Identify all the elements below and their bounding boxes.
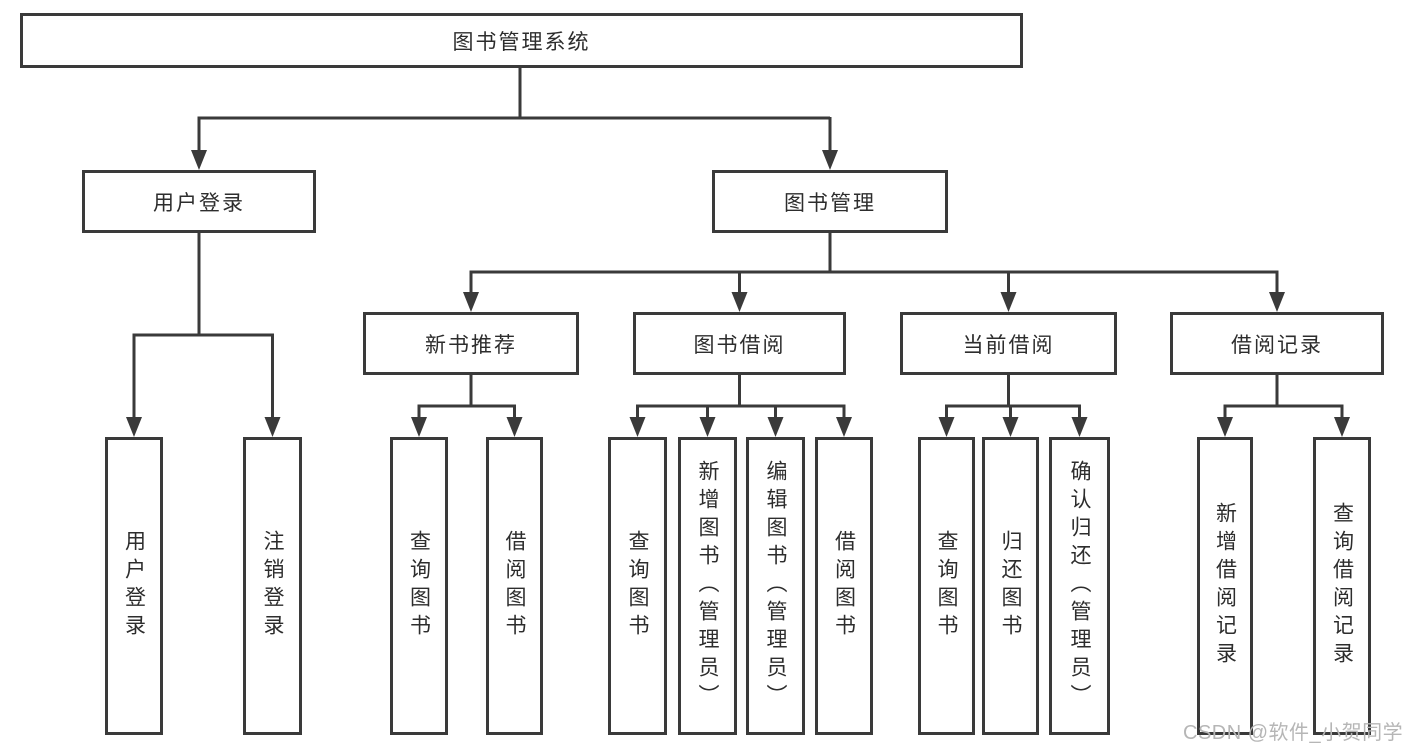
leaf-query-books-current: 查询图书 [918,437,975,735]
leaf-query-books-current-label: 查询图书 [935,530,958,642]
leaf-query-books-recommend: 查询图书 [390,437,448,735]
leaf-user-login-label: 用户登录 [122,530,146,642]
arrowheads-user-login-leaves [126,417,281,437]
csdn-watermark: CSDN @软件_小贺同学 [1183,722,1404,744]
leaf-user-login: 用户登录 [105,437,163,735]
node-user-login: 用户登录 [82,170,316,233]
node-root-label: 图书管理系统 [452,30,591,54]
leaf-logout-label: 注销登录 [261,530,284,642]
node-current-borrowing: 当前借阅 [900,312,1117,375]
arrowheads-level2 [191,150,838,170]
node-borrowing-records-label: 借阅记录 [1231,333,1323,357]
leaf-edit-book-admin-label: 编辑图书（管理员） [764,460,787,712]
node-book-borrowing-label: 图书借阅 [693,333,786,357]
leaf-query-borrow-record: 查询借阅记录 [1313,437,1371,735]
leaf-add-book-admin-label: 新增图书（管理员） [696,460,719,712]
leaf-add-borrow-record-label: 新增借阅记录 [1213,502,1237,670]
leaf-borrow-books-borrowing-label: 借阅图书 [832,530,856,642]
leaf-confirm-return-admin-label: 确认归还（管理员） [1068,460,1091,712]
leaf-add-borrow-record: 新增借阅记录 [1197,437,1253,735]
node-root: 图书管理系统 [20,13,1023,68]
leaf-query-books-borrowing-label: 查询图书 [626,530,649,642]
node-current-borrowing-label: 当前借阅 [962,333,1055,357]
leaf-return-books-label: 归还图书 [999,530,1022,642]
leaf-edit-book-admin: 编辑图书（管理员） [746,437,805,735]
leaf-logout: 注销登录 [243,437,302,735]
leaf-query-books-recommend-label: 查询图书 [407,530,431,642]
leaf-query-borrow-record-label: 查询借阅记录 [1330,502,1354,670]
node-new-book-recommend-label: 新书推荐 [425,333,517,357]
node-new-book-recommend: 新书推荐 [363,312,579,375]
connector-book-management-to-level3 [469,233,1279,294]
connector-groups-to-leaves [417,375,1344,419]
leaf-add-book-admin: 新增图书（管理员） [678,437,737,735]
node-borrowing-records: 借阅记录 [1170,312,1384,375]
leaf-confirm-return-admin: 确认归还（管理员） [1049,437,1110,735]
connector-root-to-level2 [197,68,832,152]
leaf-query-books-borrowing: 查询图书 [608,437,667,735]
arrowheads-leaves [411,417,1350,437]
leaf-borrow-books-recommend: 借阅图书 [486,437,543,735]
node-user-login-label: 用户登录 [153,191,245,215]
leaf-borrow-books-recommend-label: 借阅图书 [503,530,526,642]
arrowheads-level3 [463,292,1285,312]
node-book-management-label: 图书管理 [784,191,876,215]
node-book-management: 图书管理 [712,170,948,233]
leaf-borrow-books-borrowing: 借阅图书 [815,437,873,735]
connector-user-login-to-leaves [132,233,274,419]
leaf-return-books: 归还图书 [982,437,1039,735]
node-book-borrowing: 图书借阅 [633,312,846,375]
